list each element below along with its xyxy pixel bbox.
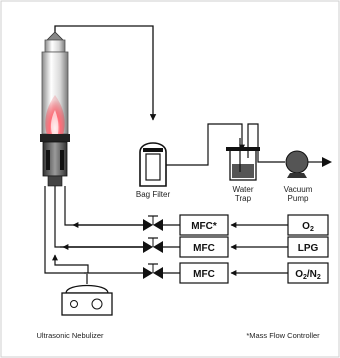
valve-2[interactable] bbox=[143, 237, 163, 253]
pipe-to-water-trap bbox=[166, 123, 245, 166]
gas-box-o2-n2: O2/N2 bbox=[287, 262, 329, 284]
nebulizer-label: Ultrasonic Nebulizer bbox=[36, 331, 104, 340]
valve-3[interactable] bbox=[143, 263, 163, 279]
water-trap bbox=[226, 138, 260, 181]
gas-box-o2: O2 bbox=[287, 214, 329, 236]
bag-filter bbox=[139, 142, 167, 187]
gas-label-o2-n2: O2/N2 bbox=[295, 269, 321, 281]
arrow-nebulizer-to-burner bbox=[52, 254, 89, 273]
mfc-label-3: MFC bbox=[193, 269, 215, 280]
exhaust-pipe bbox=[54, 25, 157, 121]
flame-core bbox=[50, 110, 59, 139]
pipe-to-pump bbox=[247, 123, 285, 163]
water-trap-label-1: Water bbox=[232, 185, 253, 194]
vacuum-pump-label-1: Vacuum bbox=[284, 185, 313, 194]
vacuum-pump-label-2: Pump bbox=[288, 194, 309, 203]
mfc-box-2: MFC bbox=[179, 236, 229, 258]
burner bbox=[40, 134, 70, 187]
gas-box-lpg: LPG bbox=[287, 236, 329, 258]
mfc-box-1: MFC* bbox=[179, 214, 229, 236]
gas-label-lpg: LPG bbox=[298, 243, 319, 254]
mfc-label-2: MFC bbox=[193, 243, 215, 254]
footnote: *Mass Flow Controller bbox=[246, 331, 320, 340]
valve-1[interactable] bbox=[143, 215, 163, 231]
water-trap-label-2: Trap bbox=[235, 194, 252, 203]
vacuum-pump bbox=[285, 150, 332, 178]
bag-filter-label: Bag Filter bbox=[136, 190, 171, 199]
mfc-label-1: MFC* bbox=[191, 221, 217, 232]
gas-label-o2: O2 bbox=[302, 221, 314, 233]
ultrasonic-nebulizer bbox=[61, 274, 113, 316]
mfc-box-3: MFC bbox=[179, 262, 229, 284]
feed-lines bbox=[44, 186, 150, 274]
